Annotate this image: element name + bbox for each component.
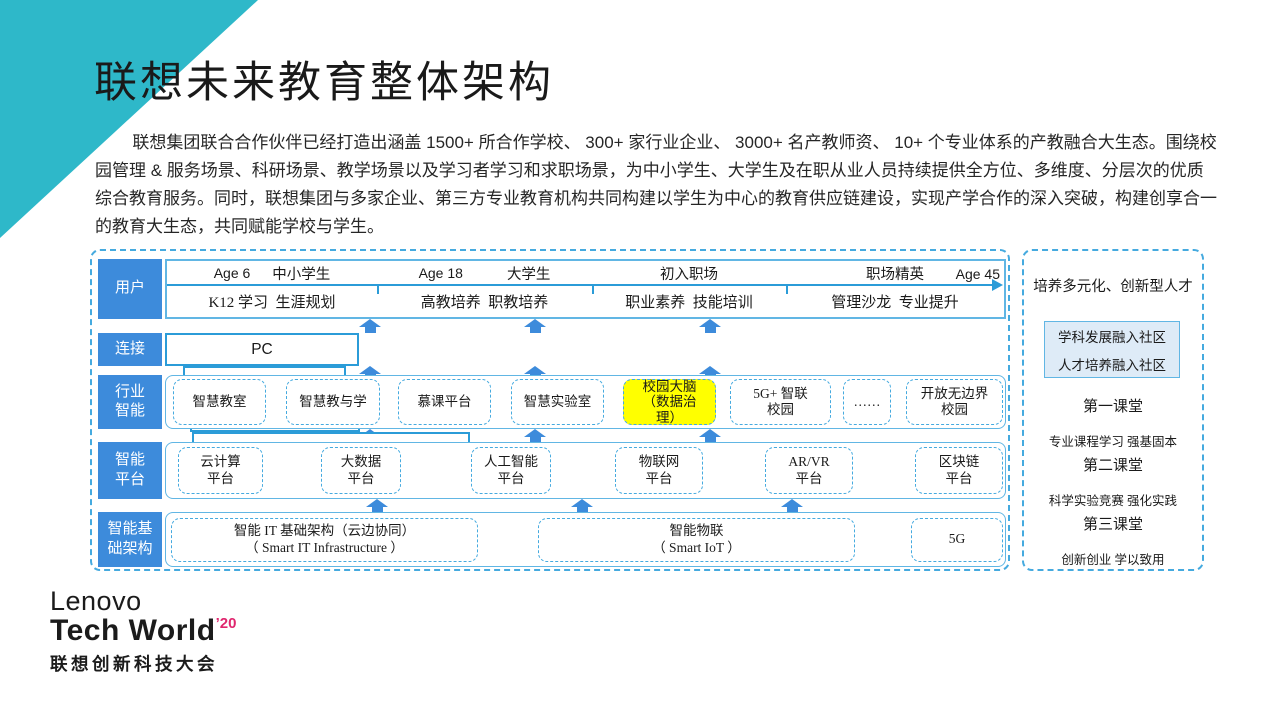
up-arrow-icon <box>524 319 546 333</box>
classroom-heading: 第一课堂 <box>1082 399 1143 415</box>
timeline-tick <box>786 284 788 294</box>
timeline-segment: Age 18 大学生高教培养 职教培养 <box>377 261 592 317</box>
up-arrow-icon <box>524 366 546 375</box>
logo-year-badge: ’20 <box>215 615 237 632</box>
industry-box: 智慧实验室 <box>511 379 604 425</box>
logo-tech-world-row: Tech World ’20 <box>50 614 236 648</box>
user-stage-label: 职场精英 <box>866 266 924 283</box>
talent-panel-title: 培养多元化、创新型人才 <box>1033 279 1193 295</box>
industry-box: 开放无边界 校园 <box>906 379 1003 425</box>
user-stage-label: 中小学生 <box>272 266 331 283</box>
up-arrow-icon <box>699 319 721 333</box>
lenovo-tech-world-logo: Lenovo Tech World ’20 联想创新科技大会 <box>50 586 236 676</box>
platform-box: 人工智能 平台 <box>471 447 551 494</box>
classroom-heading: 第三课堂 <box>1082 517 1143 533</box>
logo-tech-world-text: Tech World <box>50 614 216 647</box>
classroom-desc: 专业课程学习 强基固本 <box>1048 435 1178 449</box>
classroom-desc: 科学实验竞赛 强化实践 <box>1048 494 1178 508</box>
row-label-infrastructure: 智能基 础架构 <box>98 512 162 567</box>
up-arrow-icon <box>699 429 721 442</box>
row-smart-infrastructure: 智能基 础架构 智能 IT 基础架构（云边协同） （ Smart IT Infr… <box>98 512 1006 567</box>
connection-boxes: PC手机/PAD/电视AR/VR机器人 <box>165 333 1006 465</box>
logo-chinese-tagline: 联想创新科技大会 <box>50 654 218 674</box>
timeline-stage-top: 职场精英 <box>786 261 1004 285</box>
timeline-stage-top: Age 6 中小学生 <box>167 261 377 285</box>
up-arrow-icon <box>524 429 546 442</box>
programs-label: K12 学习 生涯规划 <box>208 294 336 311</box>
row-connection: 连接 PC手机/PAD/电视AR/VR机器人 <box>98 333 1006 465</box>
industry-box: 智慧教与学 <box>286 379 380 425</box>
up-arrow-icon <box>781 499 803 512</box>
row-label-user: 用户 <box>98 259 162 319</box>
industry-box: 慕课平台 <box>398 379 491 425</box>
row-label-connection: 连接 <box>98 333 162 366</box>
up-arrow-icon <box>699 366 721 375</box>
timeline-stage-top: 初入职场 <box>592 261 786 285</box>
architecture-diagram: 用户 Age 6 中小学生 K12 学习 生涯规划 Age 18 大学生高教培养 职教培… <box>90 249 1010 571</box>
community-integration-box: 学科发展融入社区 人才培养融入社区 <box>1044 321 1180 378</box>
timeline-tick <box>592 284 594 294</box>
row-industry-intelligence: 行业 智能 智慧教室智慧教与学慕课平台智慧实验室校园大脑 （数据治 理） 5G+ … <box>98 375 1006 429</box>
platform-box: 大数据 平台 <box>321 447 401 494</box>
timeline-arrowhead-icon <box>992 279 1003 291</box>
up-arrow-icon <box>366 499 388 512</box>
timeline-segment: 初入职场职业素养 技能培训 <box>592 261 786 317</box>
row-smart-platform: 智能 平台 云计算 平台 大数据 平台 人工智能 平台 物联网 平台 AR/VR 平台 区… <box>98 442 1006 499</box>
logo-lenovo-text: Lenovo <box>50 586 142 616</box>
infrastructure-box: 智能 IT 基础架构（云边协同） （ Smart IT Infrastructu… <box>171 517 478 562</box>
timeline-tick <box>377 284 379 294</box>
industry-box: 5G+ 智联 校园 <box>730 379 831 425</box>
platform-boxes: 云计算 平台 大数据 平台 人工智能 平台 物联网 平台 AR/VR 平台 区块链 平台 <box>165 442 1006 499</box>
up-arrow-icon <box>571 499 593 512</box>
timeline-axis <box>167 284 992 286</box>
programs-label: 管理沙龙 专业提升 <box>831 294 959 311</box>
row-label-platform: 智能 平台 <box>98 442 162 499</box>
intro-paragraph: 联想集团联合合作伙伴已经打造出涵盖 1500+ 所合作学校、 300+ 家行业企… <box>95 133 1217 236</box>
industry-box: 校园大脑 （数据治 理） <box>623 379 716 425</box>
timeline-segment: 职场精英管理沙龙 专业提升 Age 45 <box>786 261 1004 317</box>
platform-box: AR/VR 平台 <box>765 447 853 494</box>
platform-box: 区块链 平台 <box>915 447 1003 494</box>
talent-panel: 培养多元化、创新型人才 学科发展融入社区 人才培养融入社区 第一课堂专业课程学习… <box>1022 249 1204 571</box>
infrastructure-box: 智能物联 （ Smart IoT ） <box>538 517 855 562</box>
timeline-stage-top: Age 18 大学生 <box>377 261 592 285</box>
slide-title: 联想未来教育整体架构 <box>94 60 554 107</box>
programs-label: 高教培养 职教培养 <box>420 294 549 311</box>
user-timeline: Age 6 中小学生 K12 学习 生涯规划 Age 18 大学生高教培养 职教培养 初入… <box>165 259 1006 319</box>
classroom-desc: 创新创业 学以致用 <box>1061 553 1165 567</box>
user-stage-label: 大学生 <box>506 266 551 283</box>
timeline-segment: Age 6 中小学生 K12 学习 生涯规划 <box>167 261 377 317</box>
age-label: Age 6 <box>213 265 251 281</box>
age-label: Age 18 <box>418 265 463 281</box>
row-label-industry: 行业 智能 <box>98 375 162 429</box>
connection-box: PC <box>165 333 359 366</box>
up-arrow-icon <box>359 366 381 375</box>
up-arrow-icon <box>359 319 381 333</box>
classroom-list: 第一课堂专业课程学习 强基固本第二课堂科学实验竞赛 强化实践第三课堂创新创业 学… <box>1024 395 1202 568</box>
industry-box: 智慧教室 <box>173 379 266 425</box>
timeline-segments: Age 6 中小学生 K12 学习 生涯规划 Age 18 大学生高教培养 职教培养 初入… <box>167 261 1004 317</box>
community-line: 学科发展融入社区 <box>1058 329 1166 345</box>
industry-boxes: 智慧教室智慧教与学慕课平台智慧实验室校园大脑 （数据治 理） 5G+ 智联 校园 …… <box>165 375 1006 429</box>
platform-box: 云计算 平台 <box>178 447 263 494</box>
industry-box: …… <box>843 379 891 425</box>
row-user: 用户 Age 6 中小学生 K12 学习 生涯规划 Age 18 大学生高教培养 职教培… <box>98 259 1006 319</box>
community-line: 人才培养融入社区 <box>1058 357 1166 373</box>
infrastructure-box: 5G <box>911 517 1003 562</box>
age-end-label: Age 45 <box>955 266 1000 282</box>
infrastructure-boxes: 智能 IT 基础架构（云边协同） （ Smart IT Infrastructu… <box>165 512 1006 567</box>
programs-label: 职业素养 技能培训 <box>625 294 753 311</box>
user-stage-label: 初入职场 <box>660 266 718 283</box>
platform-box: 物联网 平台 <box>615 447 703 494</box>
classroom-heading: 第二课堂 <box>1082 458 1143 474</box>
